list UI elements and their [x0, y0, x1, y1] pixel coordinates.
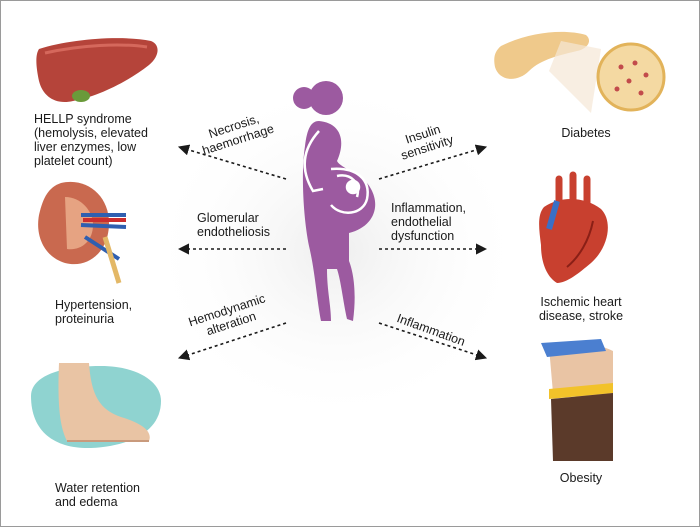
condition-hellp-syndrome: HELLP syndrome (hemolysis, elevated live… [34, 112, 148, 168]
woman-arm [303, 130, 324, 193]
pancreas-icon [494, 31, 666, 113]
liver-icon [36, 38, 158, 103]
condition-water-retention: Water retention and edema [55, 481, 140, 509]
condition-ischemic-heart-disease: Ischemic heart disease, stroke [538, 295, 624, 323]
mechanism-glomerular-endotheliosis: Glomerular endotheliosis [197, 211, 270, 239]
pregnant-woman-icon [293, 81, 376, 321]
heart-icon [539, 171, 608, 283]
arrow-to-water-retention [177, 322, 287, 361]
condition-obesity: Obesity [559, 471, 603, 485]
condition-diabetes: Diabetes [561, 126, 611, 140]
condition-hypertension: Hypertension, proteinuria [55, 298, 133, 326]
belly-icon [541, 339, 616, 461]
arrow-to-obesity [378, 322, 488, 361]
mechanism-inflammation-endothelial: Inflammation, endothelial dysfunction [391, 201, 467, 243]
kidney-icon [38, 181, 127, 284]
foot-icon [31, 363, 161, 449]
arrow-to-hellp [177, 144, 287, 180]
fetus-icon [330, 167, 369, 214]
arrow-to-diabetes [378, 144, 488, 180]
